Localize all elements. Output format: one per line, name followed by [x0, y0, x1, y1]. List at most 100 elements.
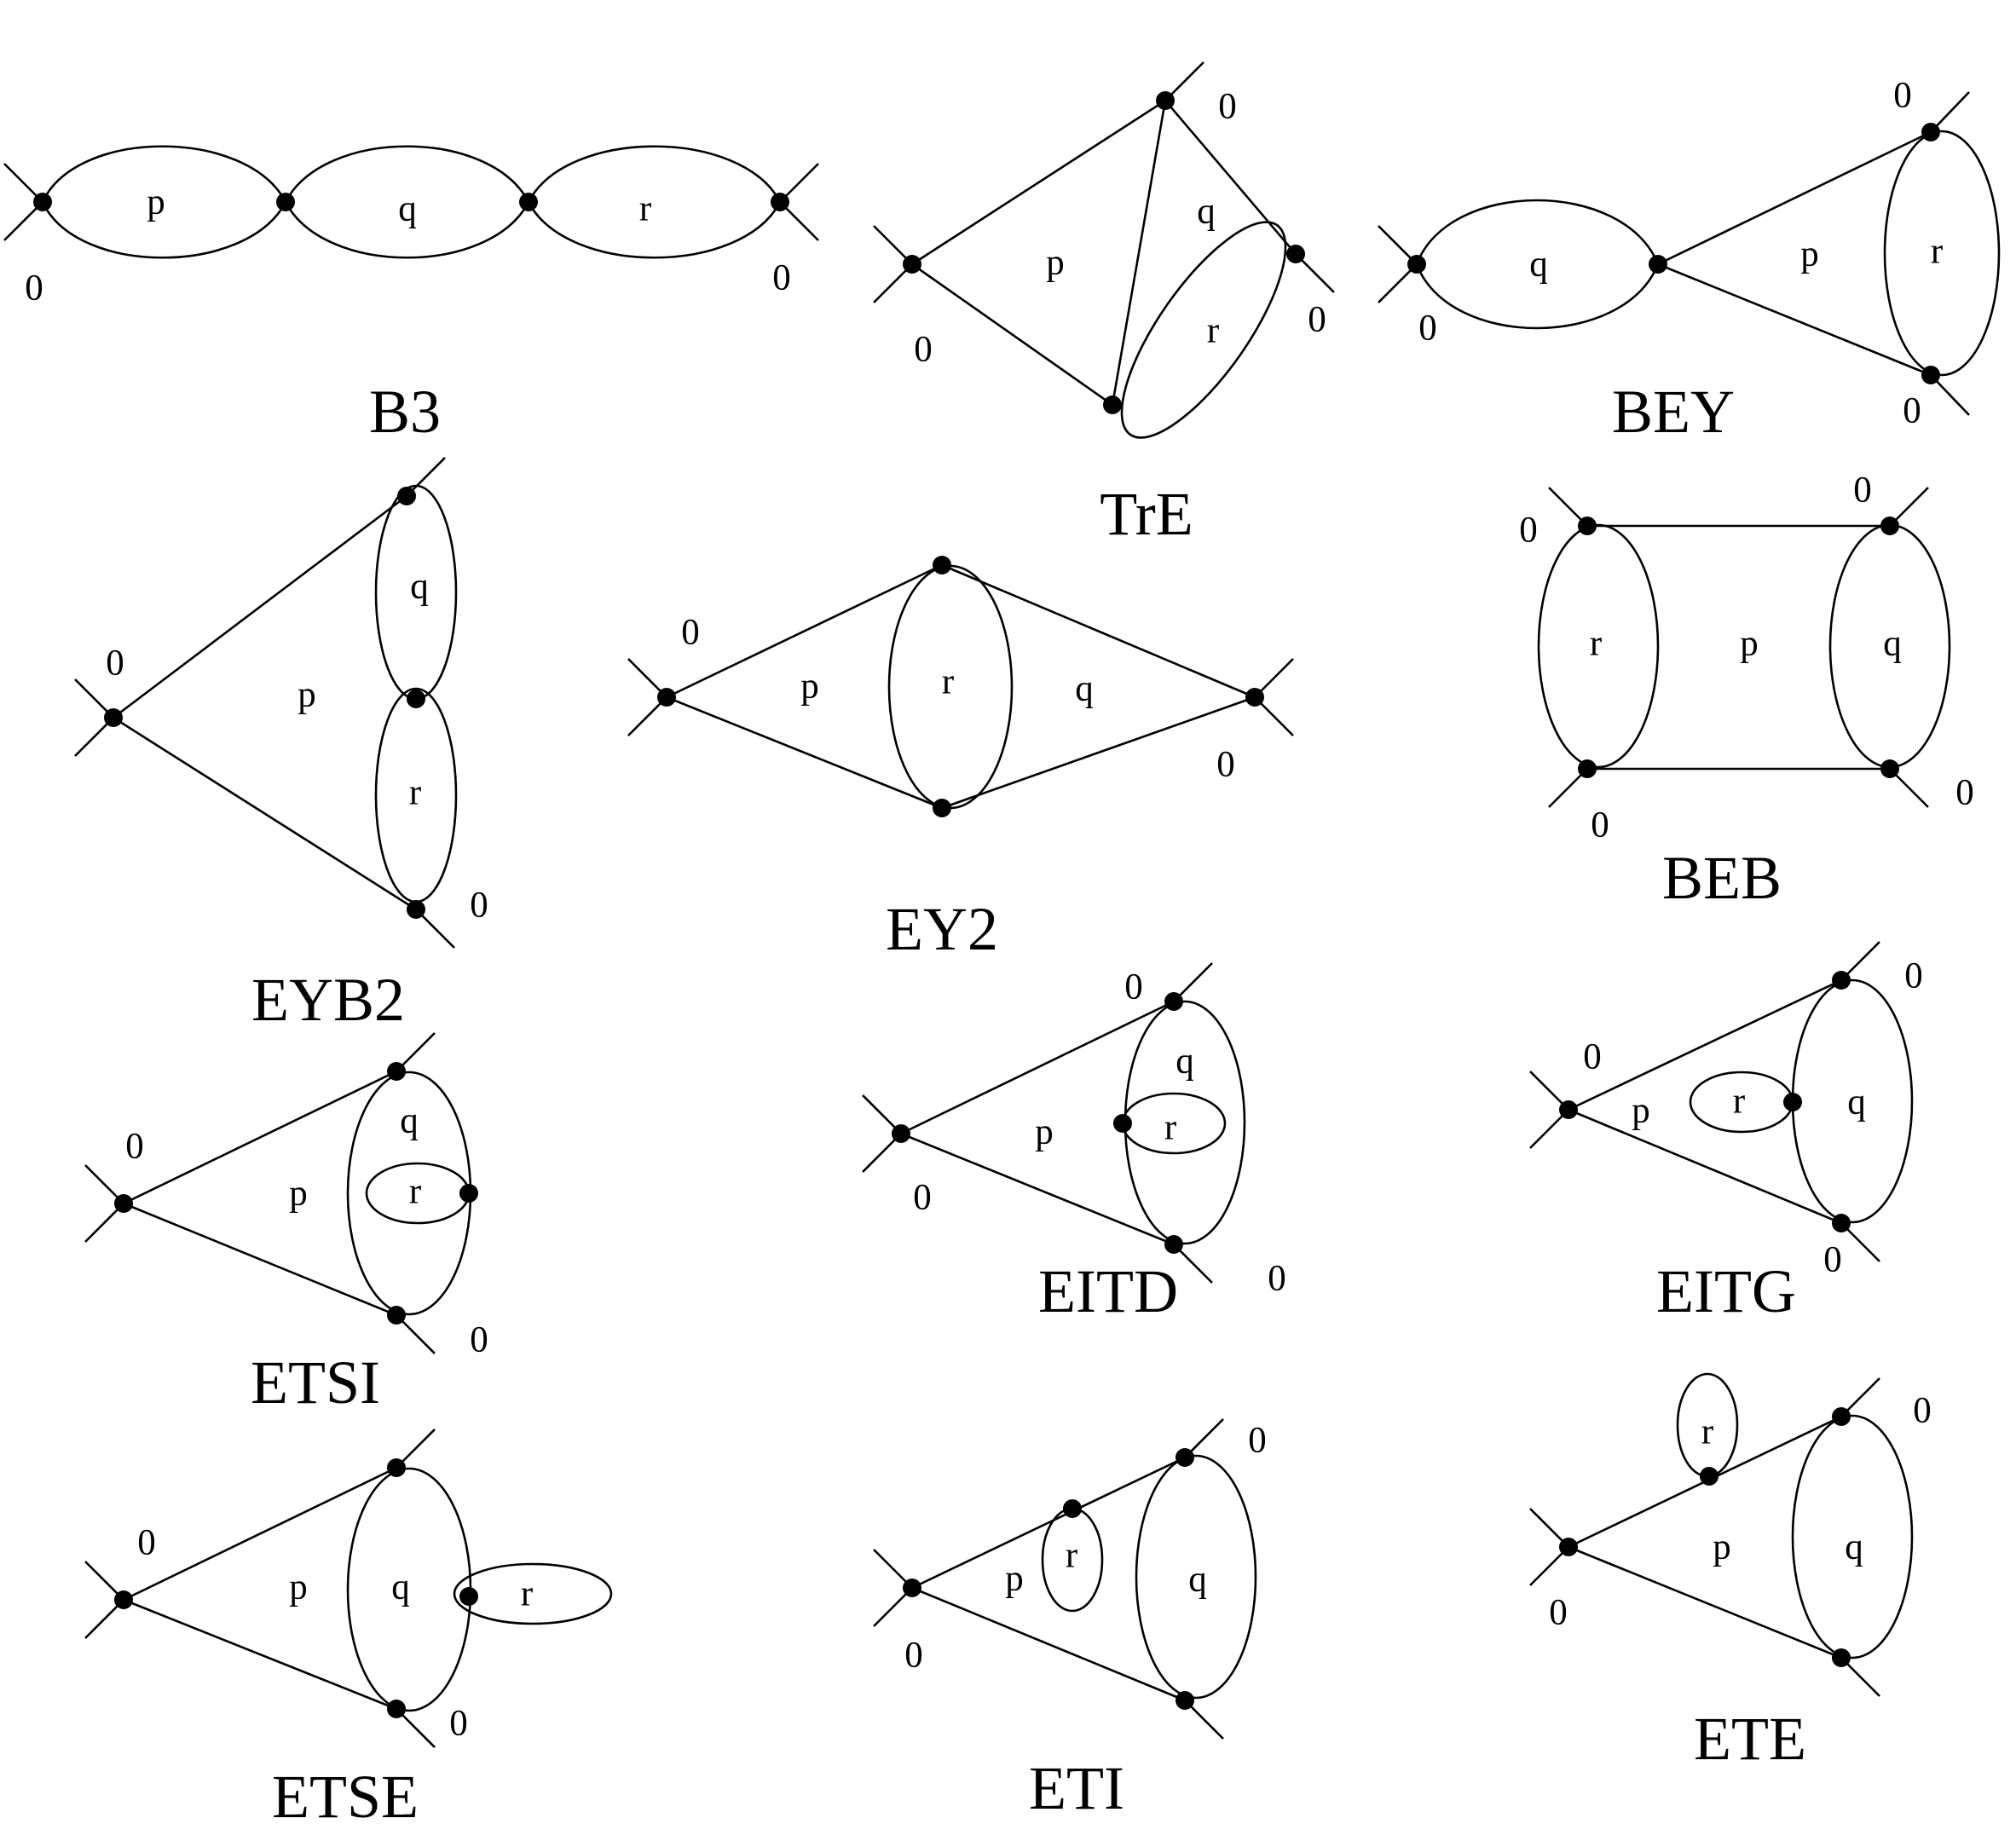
diagram-vertices: [657, 556, 1264, 817]
external-leg-label: 0: [1853, 470, 1872, 511]
momentum-label: r: [1066, 1536, 1077, 1576]
diagram-edges: [74, 457, 458, 949]
momentum-label: q: [1529, 245, 1548, 285]
external-leg-label: 0: [914, 330, 933, 370]
diagram-name: BEB: [1662, 844, 1782, 912]
external-leg-label: 0: [681, 613, 700, 653]
momentum-label: q: [400, 1101, 419, 1141]
external-leg-label: 0: [1913, 1391, 1932, 1431]
external-leg-label: 0: [1519, 511, 1538, 551]
momentum-label: p: [1005, 1559, 1024, 1599]
momentum-label: p: [289, 1567, 308, 1607]
diagram-vertices: [892, 992, 1183, 1254]
momentum-label: q: [1075, 669, 1094, 709]
external-leg-label: 0: [1583, 1037, 1602, 1077]
diagram-edges: [873, 61, 1335, 439]
diagram-edges: [1378, 91, 2001, 416]
diagram-ey2: p r q 0 0 EY2: [627, 556, 1294, 963]
momentum-label: q: [1188, 1560, 1207, 1600]
diagram-vertices: [114, 1062, 478, 1325]
external-leg-label: 0: [1955, 773, 1974, 813]
momentum-label: r: [1931, 232, 1943, 272]
diagram-vertices: [903, 91, 1305, 414]
diagram-name: EY2: [886, 895, 998, 963]
diagram-name: EITG: [1656, 1257, 1796, 1325]
external-leg-label: 0: [1893, 76, 1912, 116]
diagram-eitg: p r q 0 0 0 EITG: [1529, 941, 1923, 1325]
external-leg-label: 0: [1549, 1593, 1568, 1633]
momentum-label: p: [1740, 624, 1759, 664]
momentum-label: r: [409, 773, 421, 813]
diagram-name: EYB2: [251, 966, 405, 1034]
external-leg-label: 0: [449, 1704, 468, 1744]
external-leg-label: 0: [25, 268, 43, 309]
diagram-vertices: [1559, 1407, 1851, 1667]
external-leg-label: 0: [1418, 309, 1437, 349]
external-leg-label: 0: [1216, 745, 1235, 785]
external-leg-label: 0: [1268, 1259, 1286, 1299]
momentum-label: p: [1035, 1112, 1054, 1152]
diagram-edges: [84, 1429, 613, 1748]
momentum-label: r: [409, 1172, 421, 1212]
diagram-vertices: [1407, 123, 1940, 384]
diagram-name: BEY: [1612, 378, 1735, 446]
external-leg-label: 0: [904, 1636, 923, 1676]
diagram-etsi: p q r 0 0 ETSI: [84, 1032, 488, 1417]
external-leg-label: 0: [1124, 967, 1143, 1007]
momentum-label: p: [147, 182, 165, 222]
momentum-label: r: [1733, 1082, 1745, 1122]
diagram-vertices: [33, 193, 789, 211]
diagram-vertices: [903, 1448, 1194, 1710]
diagram-vertices: [114, 1458, 478, 1718]
external-leg-label: 0: [470, 886, 488, 926]
external-leg-label: 0: [470, 1320, 488, 1360]
external-leg-label: 0: [1823, 1240, 1842, 1280]
diagram-edges: [84, 1032, 472, 1354]
external-leg-label: 0: [772, 258, 791, 298]
external-leg-label: 0: [125, 1127, 144, 1167]
momentum-label: p: [1046, 243, 1065, 283]
momentum-label: p: [800, 667, 819, 707]
diagram-vertices: [104, 487, 425, 919]
momentum-label: q: [1197, 192, 1216, 232]
diagram-edges: [862, 962, 1246, 1284]
momentum-label: p: [1800, 234, 1819, 274]
diagram-name: TrE: [1100, 480, 1193, 548]
external-leg-label: 0: [1591, 805, 1609, 846]
momentum-label: r: [1590, 624, 1602, 664]
momentum-label: p: [289, 1174, 308, 1214]
momentum-label: q: [1845, 1527, 1863, 1567]
momentum-label: q: [410, 567, 429, 607]
momentum-label: r: [1701, 1412, 1713, 1452]
diagram-name: ETSI: [251, 1348, 380, 1417]
momentum-label: r: [521, 1574, 533, 1614]
diagram-eitd: p q r 0 0 0 EITD: [862, 962, 1286, 1325]
diagram-bey: q p r 0 0 0 BEY: [1378, 76, 2001, 446]
momentum-label: r: [942, 662, 954, 702]
external-leg-label: 0: [1308, 300, 1326, 340]
diagram-vertices: [1578, 517, 1899, 778]
diagram-beb: r p q 0 0 0 0 BEB: [1519, 470, 1974, 913]
diagram-edges: [1529, 1372, 1914, 1697]
momentum-label: p: [297, 675, 316, 715]
diagram-name: EITD: [1038, 1257, 1178, 1325]
momentum-label: r: [639, 189, 651, 229]
external-leg-label: 0: [1218, 87, 1237, 127]
external-leg-label: 0: [137, 1523, 156, 1563]
diagram-vertices: [1559, 971, 1851, 1232]
momentum-label: q: [398, 189, 417, 229]
diagram-name: B3: [369, 378, 441, 446]
diagram-edges: [627, 563, 1294, 810]
external-leg-label: 0: [1248, 1421, 1267, 1461]
momentum-label: q: [1883, 624, 1902, 664]
diagram-ete: r p q 0 0 ETE: [1529, 1372, 1932, 1773]
momentum-label: r: [1207, 311, 1219, 351]
external-leg-label: 0: [913, 1178, 932, 1218]
momentum-label: r: [1164, 1108, 1176, 1148]
diagram-name: ETSE: [272, 1763, 419, 1831]
momentum-label: p: [1632, 1091, 1650, 1131]
external-leg-label: 0: [1904, 956, 1923, 996]
external-leg-label: 0: [1903, 391, 1921, 431]
momentum-label: p: [1713, 1527, 1731, 1567]
